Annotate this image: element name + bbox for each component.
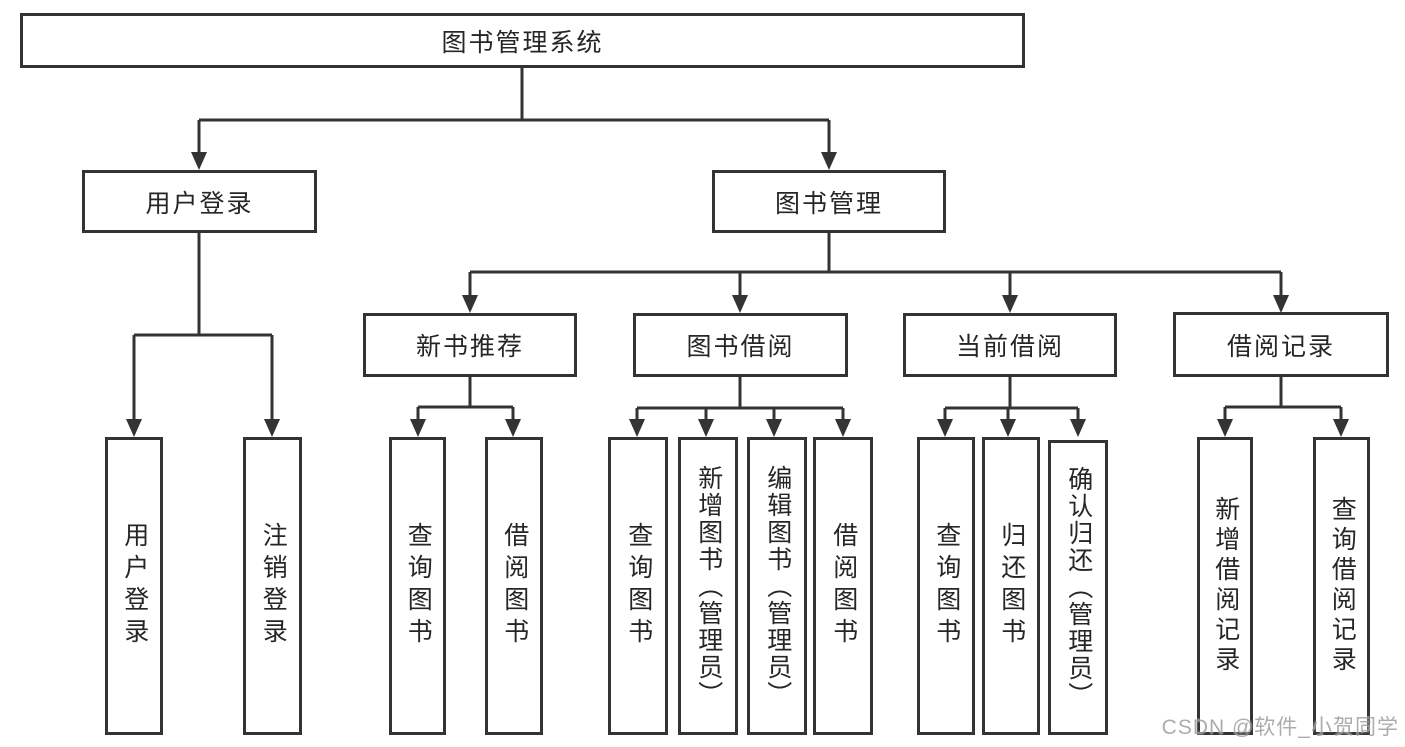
node-book-borrowing-label: 图书借阅 [686,333,795,361]
node-borrowing-records: 借阅记录 [1173,312,1389,377]
leaf-borrow-books-recommend-label: 借阅图书 [500,522,529,650]
node-book-management-label: 图书管理 [774,189,883,218]
leaf-add-borrow-record: 新增借阅记录 [1197,437,1253,735]
connector-strokes [132,68,1343,421]
leaf-borrow-books-borrowing-label: 借阅图书 [829,522,858,650]
leaf-add-book-admin-label: 新增图书（管理员） [694,464,723,708]
node-borrowing-records-label: 借阅记录 [1226,332,1335,361]
leaf-add-borrow-record-label: 新增借阅记录 [1211,496,1240,676]
leaf-query-books-recommend: 查询图书 [389,437,446,735]
leaf-query-books-borrowing: 查询图书 [608,437,668,735]
csdn-watermark: CSDN @软件_小贺同学 [1161,716,1399,739]
node-book-management: 图书管理 [712,170,946,233]
node-user-login-label: 用户登录 [145,189,254,218]
leaf-borrow-books-borrowing: 借阅图书 [813,437,873,735]
node-user-login: 用户登录 [82,170,317,233]
leaf-confirm-return-admin: 确认归还（管理员） [1048,440,1108,735]
node-current-borrowing-label: 当前借阅 [955,333,1064,361]
leaf-return-book: 归还图书 [982,437,1040,735]
leaf-query-borrow-record: 查询借阅记录 [1313,437,1370,735]
leaf-query-books-borrowing-label: 查询图书 [624,522,653,650]
leaf-query-books-recommend-label: 查询图书 [404,522,433,650]
node-root-label: 图书管理系统 [441,28,604,57]
leaf-query-books-current: 查询图书 [917,437,975,735]
leaf-return-book-label: 归还图书 [997,522,1026,650]
node-root: 图书管理系统 [20,13,1025,68]
node-book-borrowing: 图书借阅 [633,313,848,377]
leaf-query-borrow-record-label: 查询借阅记录 [1328,496,1357,676]
leaf-logout-label: 注销登录 [259,522,288,650]
node-current-borrowing: 当前借阅 [903,313,1117,377]
arrowheads [126,152,1349,437]
leaf-confirm-return-admin-label: 确认归还（管理员） [1064,466,1093,709]
leaf-user-login: 用户登录 [105,437,163,735]
leaf-edit-book-admin-label: 编辑图书（管理员） [763,464,792,708]
leaf-query-books-current-label: 查询图书 [932,522,961,650]
leaf-logout: 注销登录 [243,437,302,735]
leaf-borrow-books-recommend: 借阅图书 [485,437,543,735]
leaf-add-book-admin: 新增图书（管理员） [678,437,738,735]
leaf-user-login-label: 用户登录 [120,522,149,650]
leaf-edit-book-admin: 编辑图书（管理员） [747,437,807,735]
node-new-book-recommend: 新书推荐 [363,313,577,377]
node-new-book-recommend-label: 新书推荐 [415,333,524,361]
